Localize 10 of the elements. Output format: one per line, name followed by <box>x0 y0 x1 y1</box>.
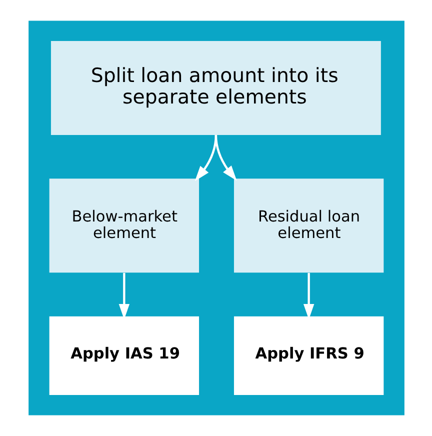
cluster <box>28 20 404 416</box>
node-box: Below-market element <box>48 178 199 273</box>
arrow <box>214 134 236 181</box>
node-box: Apply IAS 19 <box>48 316 199 395</box>
node-box: Residual loan element <box>233 178 384 273</box>
node-box: Apply IFRS 9 <box>233 316 384 395</box>
arrow <box>194 134 217 182</box>
arrow <box>302 272 314 320</box>
node-box: Split loan amount into its separate elements <box>50 41 380 135</box>
arrow <box>118 272 130 320</box>
